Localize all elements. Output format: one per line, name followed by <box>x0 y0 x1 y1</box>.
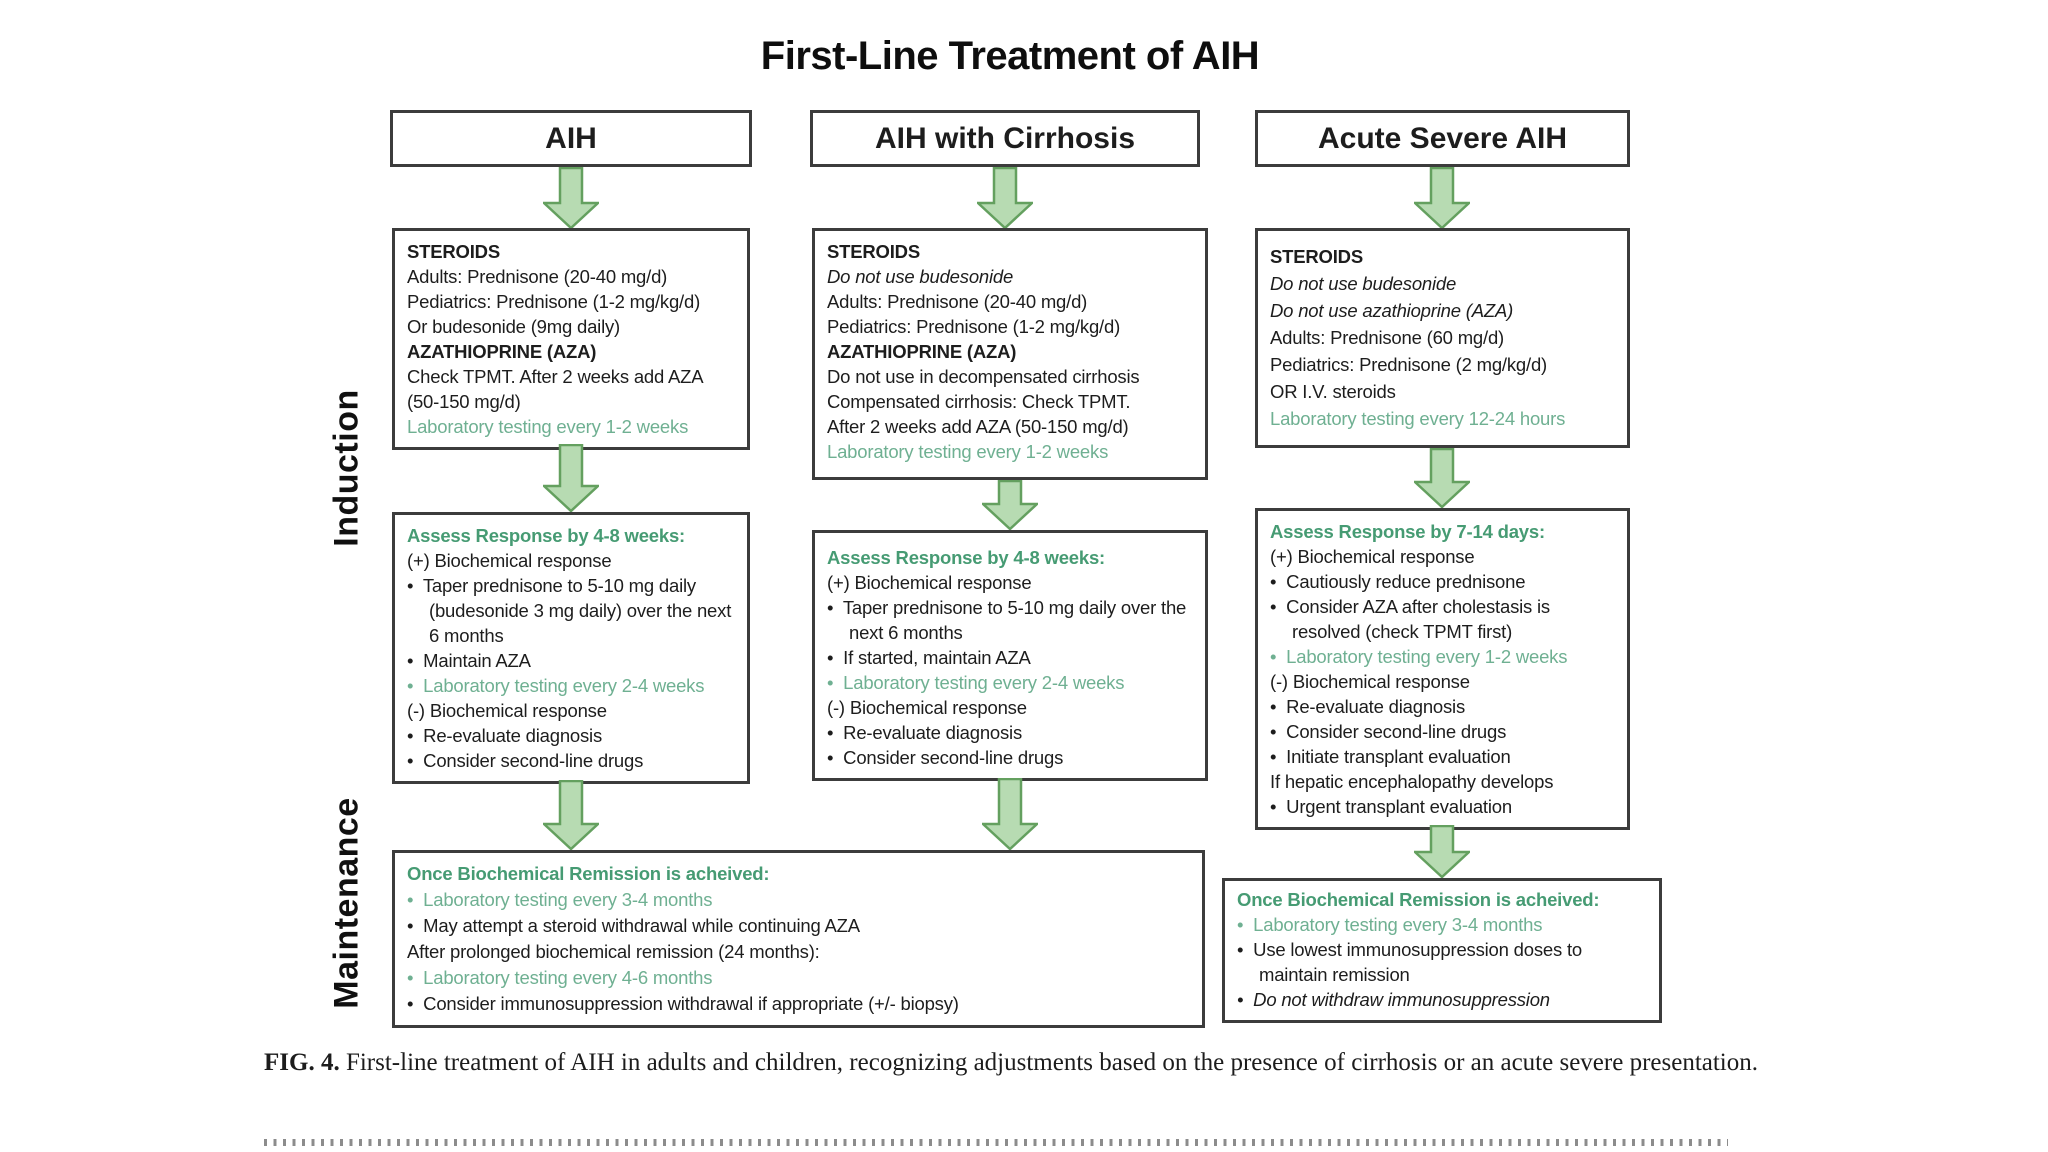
box-aih-assess-response: Assess Response by 4-8 weeks: (+) Biochem… <box>392 512 750 784</box>
text-line: • Consider AZA after cholestasis is reso… <box>1270 596 1550 642</box>
down-arrow-icon <box>1414 167 1470 229</box>
figure-title: First-Line Treatment of AIH <box>760 34 1260 78</box>
text-line: • Urgent transplant evaluation <box>1270 796 1512 817</box>
text-line: • Taper prednisone to 5-10 mg daily over… <box>827 597 1187 643</box>
text-line: • Re-evaluate diagnosis <box>1270 696 1466 717</box>
box-maintenance-acute: Once Biochemical Remission is acheived: •… <box>1222 878 1662 1023</box>
text-line: • Re-evaluate diagnosis <box>407 725 603 746</box>
text-line: • Cautiously reduce prednisone <box>1270 571 1526 592</box>
text-line: Or budesonide (9mg daily) <box>407 316 620 337</box>
induction-phase-label: Induction <box>327 389 366 547</box>
text-line: • Taper prednisone to 5-10 mg daily (bud… <box>407 575 732 646</box>
text-line: (-) Biochemical response <box>827 697 1027 718</box>
text-line: Adults: Prednisone (20-40 mg/d) <box>827 291 1088 312</box>
box-acute-assess-response: Assess Response by 7-14 days: (+) Biochem… <box>1255 508 1630 830</box>
text-line: (+) Biochemical response <box>407 550 612 571</box>
column-header-aih: AIH <box>390 110 752 167</box>
figure-caption-label: FIG. 4. <box>264 1049 340 1076</box>
text-line: • Initiate transplant evaluation <box>1270 746 1511 767</box>
text-line: (-) Biochemical response <box>407 700 607 721</box>
dotted-separator <box>264 1139 1728 1146</box>
text-line: • Consider second-line drugs <box>407 750 644 771</box>
column-header-aih-with-cirrhosis: AIH with Cirrhosis <box>810 110 1200 167</box>
box-aih-induction-medications: STEROIDS Adults: Prednisone (20-40 mg/d) P… <box>392 228 750 450</box>
text-line: • Laboratory testing every 1-2 weeks <box>1270 646 1568 667</box>
text-line: • Use lowest immunosuppression doses to … <box>1237 939 1582 985</box>
text-line: • Consider immunosuppression withdrawal … <box>407 993 959 1014</box>
text-line: Pediatrics: Prednisone (1-2 mg/kg/d) <box>827 316 1121 337</box>
text-line: • Re-evaluate diagnosis <box>827 722 1023 743</box>
column-header-acute-severe-aih: Acute Severe AIH <box>1255 110 1630 167</box>
text-line: Pediatrics: Prednisone (2 mg/kg/d) <box>1270 354 1547 375</box>
down-arrow-icon <box>982 480 1038 530</box>
text-line: • Laboratory testing every 4-6 months <box>407 967 713 988</box>
text-line: OR I.V. steroids <box>1270 381 1396 402</box>
text-line: Do not use azathioprine (AZA) <box>1270 300 1514 321</box>
text-line: • Do not withdraw immunosuppression <box>1237 989 1550 1010</box>
down-arrow-icon <box>1414 825 1470 878</box>
text-line: Laboratory testing every 1-2 weeks <box>407 416 689 437</box>
box-cirrhosis-assess-response: Assess Response by 4-8 weeks: (+) Biochem… <box>812 530 1208 781</box>
text-line: AZATHIOPRINE (AZA) <box>827 341 1017 362</box>
down-arrow-icon <box>1414 448 1470 508</box>
figure-caption-text: First-line treatment of AIH in adults an… <box>345 1049 1759 1076</box>
text-line: • May attempt a steroid withdrawal while… <box>407 915 860 936</box>
text-line: Laboratory testing every 12-24 hours <box>1270 408 1566 429</box>
text-line: • Laboratory testing every 3-4 months <box>407 889 713 910</box>
text-line: Do not use budesonide <box>1270 273 1457 294</box>
text-line: • Consider second-line drugs <box>1270 721 1507 742</box>
maintenance-phase-label: Maintenance <box>327 797 366 1009</box>
text-line: • Laboratory testing every 2-4 weeks <box>827 672 1125 693</box>
text-line: • If started, maintain AZA <box>827 647 1031 668</box>
text-line: Pediatrics: Prednisone (1-2 mg/kg/d) <box>407 291 701 312</box>
down-arrow-icon <box>543 167 599 229</box>
text-line: Adults: Prednisone (60 mg/d) <box>1270 327 1504 348</box>
text-line: Compensated cirrhosis: Check TPMT. <box>827 391 1131 412</box>
text-line: After 2 weeks add AZA (50-150 mg/d) <box>827 416 1129 437</box>
text-line: Do not use budesonide <box>827 266 1014 287</box>
down-arrow-icon <box>543 780 599 850</box>
down-arrow-icon <box>982 778 1038 850</box>
text-line: Once Biochemical Remission is acheived: <box>407 863 770 884</box>
text-line: If hepatic encephalopathy develops <box>1270 771 1554 792</box>
text-line: After prolonged biochemical remission (2… <box>407 941 820 962</box>
down-arrow-icon <box>977 167 1033 229</box>
text-line: Assess Response by 7-14 days: <box>1270 521 1545 542</box>
text-line: • Laboratory testing every 2-4 weeks <box>407 675 705 696</box>
down-arrow-icon <box>543 444 599 512</box>
text-line: Do not use in decompensated cirrhosis <box>827 366 1140 387</box>
text-line: AZATHIOPRINE (AZA) <box>407 341 597 362</box>
box-acute-induction-medications: STEROIDS Do not use budesonide Do not use … <box>1255 228 1630 448</box>
text-line: Adults: Prednisone (20-40 mg/d) <box>407 266 668 287</box>
text-line: STEROIDS <box>827 241 920 262</box>
text-line: STEROIDS <box>1270 246 1363 267</box>
text-line: Assess Response by 4-8 weeks: <box>827 547 1106 568</box>
text-line: (+) Biochemical response <box>827 572 1032 593</box>
text-line: • Consider second-line drugs <box>827 747 1064 768</box>
figure-caption: FIG. 4. First-line treatment of AIH in a… <box>264 1044 1764 1081</box>
text-line: (-) Biochemical response <box>1270 671 1470 692</box>
text-line: (+) Biochemical response <box>1270 546 1475 567</box>
text-line: Laboratory testing every 1-2 weeks <box>827 441 1109 462</box>
text-line: Assess Response by 4-8 weeks: <box>407 525 686 546</box>
text-line: Check TPMT. After 2 weeks add AZA (50-15… <box>407 366 703 412</box>
text-line: • Laboratory testing every 3-4 months <box>1237 914 1543 935</box>
text-line: STEROIDS <box>407 241 500 262</box>
text-line: Once Biochemical Remission is acheived: <box>1237 889 1600 910</box>
box-maintenance-aih-and-cirrhosis: Once Biochemical Remission is acheived: •… <box>392 850 1205 1028</box>
text-line: • Maintain AZA <box>407 650 531 671</box>
